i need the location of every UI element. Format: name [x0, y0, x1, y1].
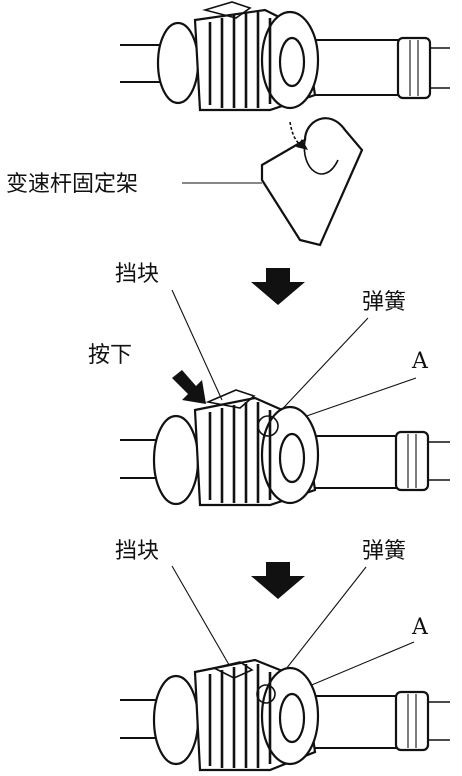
- end-cable: [430, 47, 450, 89]
- ribs: [208, 12, 272, 108]
- end-fitting: [394, 430, 430, 492]
- press-arrow-icon: [172, 370, 206, 404]
- stage-3-cable-assembly: [120, 658, 450, 772]
- left-collar: [152, 414, 200, 506]
- stopper-block: [205, 389, 256, 409]
- inner-bore: [278, 36, 306, 88]
- left-collar: [156, 21, 200, 105]
- end-fitting: [394, 690, 430, 752]
- ribs: [208, 402, 272, 503]
- stopper-block: [211, 661, 254, 679]
- spring-circle: [257, 415, 279, 437]
- spring-circle: [256, 684, 276, 704]
- spring-label-bottom: 弹簧: [362, 539, 406, 564]
- left-collar: [152, 674, 200, 766]
- curved-arrow-icon: [289, 121, 308, 150]
- down-arrow-icon: [251, 268, 305, 305]
- end-fitting-rings: [409, 40, 419, 96]
- stopper-label-bottom: 挡块: [115, 539, 159, 564]
- end-fitting-rings: [407, 434, 417, 488]
- stage-1-cable-assembly: [120, 1, 450, 112]
- inner-bore: [278, 692, 306, 744]
- end-cable: [428, 441, 450, 481]
- spring-label-top: 弹簧: [362, 290, 406, 315]
- spring-leader-top: [271, 317, 369, 421]
- stopper-leader-top: [171, 289, 223, 401]
- bracket-shape: [260, 117, 364, 247]
- bracket-label: 变速杆固定架: [6, 172, 138, 197]
- stage-2-cable-assembly: [120, 389, 450, 507]
- point-a-label-top: A: [411, 349, 429, 374]
- top-clip: [202, 1, 252, 19]
- end-cable: [428, 701, 450, 741]
- bracket-plate: [260, 117, 364, 247]
- end-fitting: [396, 36, 432, 100]
- inner-bore: [278, 432, 306, 484]
- down-arrow-icon: [251, 562, 305, 599]
- press-label: 按下: [88, 343, 132, 368]
- stopper-label-top: 挡块: [115, 262, 159, 287]
- stopper-leader-bottom: [171, 565, 233, 671]
- end-fitting-rings: [407, 694, 417, 748]
- point-a-label-bottom: A: [411, 615, 429, 640]
- ribs: [208, 664, 272, 768]
